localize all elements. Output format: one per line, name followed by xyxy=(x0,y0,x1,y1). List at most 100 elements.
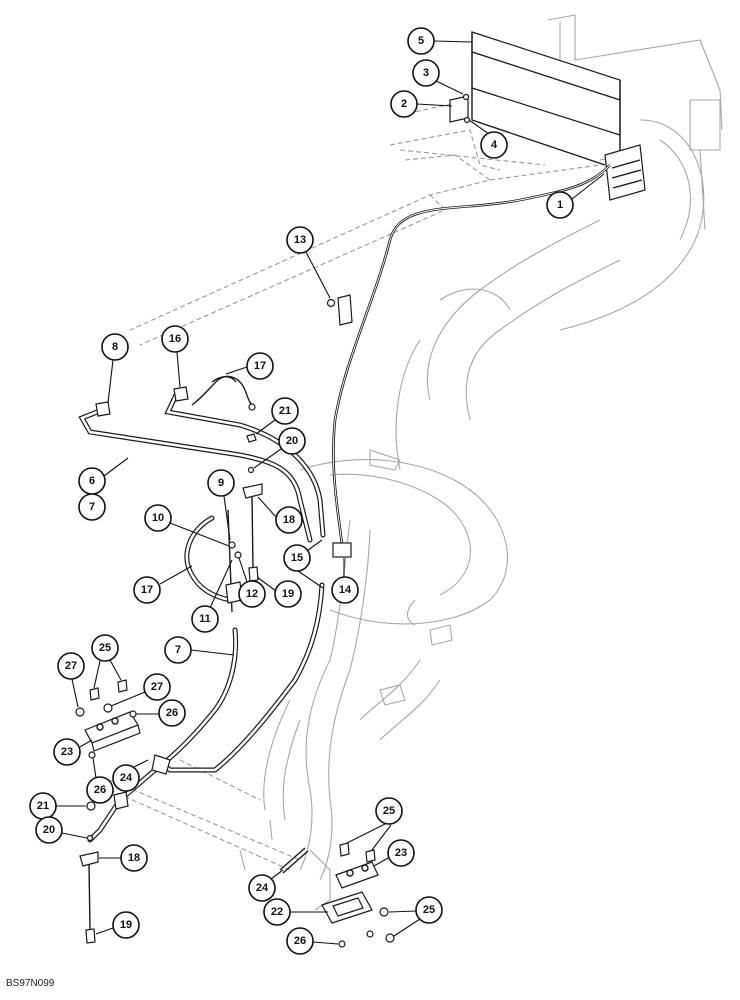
callout-9: 9 xyxy=(207,469,235,541)
svg-text:14: 14 xyxy=(339,584,352,596)
svg-text:19: 19 xyxy=(120,919,132,931)
svg-text:23: 23 xyxy=(395,847,407,859)
svg-text:5: 5 xyxy=(418,35,424,47)
callout-14: 14 xyxy=(331,558,359,604)
svg-text:13: 13 xyxy=(294,234,306,246)
callout-circle xyxy=(407,27,435,55)
callout-25-top-right: 25 xyxy=(346,797,403,851)
upper-clamp xyxy=(242,433,263,582)
small-tube-edge xyxy=(282,850,309,874)
callout-circle xyxy=(144,504,172,532)
callout-circle xyxy=(101,333,129,361)
callout-23-right: 23 xyxy=(373,839,415,867)
svg-text:1: 1 xyxy=(557,199,563,211)
callout-26-bottom: 26 xyxy=(286,927,339,955)
callout-6: 6 xyxy=(78,457,129,495)
callout-circle xyxy=(286,927,314,955)
callout-21-lower: 21 xyxy=(29,792,86,820)
callout-circle xyxy=(238,580,266,608)
callout-27-right: 27 xyxy=(110,673,171,707)
callout-17-lower: 17 xyxy=(133,565,193,604)
callout-circle xyxy=(387,839,415,867)
frame-outline xyxy=(109,14,723,911)
callout-12: 12 xyxy=(238,557,266,608)
callout-circle xyxy=(286,226,314,254)
callout-circle xyxy=(158,699,186,727)
callout-15: 15 xyxy=(283,539,324,589)
callout-circle xyxy=(263,898,291,926)
callout-circle xyxy=(35,816,63,844)
callout-11: 11 xyxy=(191,559,233,633)
callout-circle xyxy=(275,506,303,534)
callout-7-upper: 7 xyxy=(78,493,106,521)
callout-circle xyxy=(274,580,302,608)
svg-text:26: 26 xyxy=(166,707,178,719)
svg-text:6: 6 xyxy=(89,475,95,487)
callout-3: 3 xyxy=(412,59,464,95)
svg-text:2: 2 xyxy=(401,98,407,110)
callout-circle xyxy=(480,131,508,159)
fitting-bracket xyxy=(449,93,471,124)
cooler-core xyxy=(471,31,646,201)
svg-text:26: 26 xyxy=(294,935,306,947)
callout-circle xyxy=(278,427,306,455)
callout-circle xyxy=(207,469,235,497)
switch-box xyxy=(332,542,352,558)
callout-7-lower: 7 xyxy=(164,636,235,664)
callout-5: 5 xyxy=(407,27,473,55)
callout-circle xyxy=(120,844,148,872)
callout-24-left: 24 xyxy=(112,759,149,792)
callout-circle xyxy=(415,896,443,924)
cable-strap xyxy=(191,375,256,411)
callout-circle xyxy=(161,325,189,353)
svg-text:8: 8 xyxy=(112,341,118,353)
callout-circle xyxy=(191,605,219,633)
callout-25-left: 25 xyxy=(91,634,122,689)
callout-19-lower: 19 xyxy=(95,911,140,939)
svg-text:11: 11 xyxy=(199,613,211,625)
svg-text:17: 17 xyxy=(254,360,266,372)
callout-27-left: 27 xyxy=(57,652,85,708)
upper-tube-fittings xyxy=(95,386,189,417)
svg-text:25: 25 xyxy=(383,805,395,817)
callout-circle xyxy=(143,673,171,701)
svg-text:19: 19 xyxy=(282,588,294,600)
svg-text:15: 15 xyxy=(291,552,303,564)
callout-circle xyxy=(112,911,140,939)
callout-17-upper: 17 xyxy=(225,352,274,380)
callout-19-upper: 19 xyxy=(256,576,302,608)
callout-circle xyxy=(112,764,140,792)
svg-text:22: 22 xyxy=(271,906,283,918)
svg-text:12: 12 xyxy=(246,588,258,600)
svg-text:7: 7 xyxy=(89,501,95,513)
callout-circle xyxy=(91,634,119,662)
callout-18-upper: 18 xyxy=(257,496,303,534)
svg-text:18: 18 xyxy=(128,852,140,864)
callout-20-lower: 20 xyxy=(35,816,88,844)
callout-circle xyxy=(248,874,276,902)
callout-16: 16 xyxy=(161,325,189,388)
callout-circle xyxy=(53,738,81,766)
callout-18-lower: 18 xyxy=(99,844,148,872)
callout-4: 4 xyxy=(468,119,508,159)
svg-text:25: 25 xyxy=(99,642,111,654)
callout-circle xyxy=(412,59,440,87)
drawing-code: BS97N099 xyxy=(6,978,55,989)
svg-text:26: 26 xyxy=(94,784,106,796)
callout-2: 2 xyxy=(390,90,453,118)
small-tube xyxy=(279,847,306,871)
left-clamp-assembly xyxy=(75,679,141,759)
right-clamp-assembly xyxy=(321,842,395,948)
lower-left-clamp xyxy=(79,801,99,944)
callout-circle xyxy=(246,352,274,380)
sensor-unit xyxy=(326,294,353,326)
callout-circle xyxy=(133,576,161,604)
callout-20-upper: 20 xyxy=(253,427,306,469)
callout-circle xyxy=(546,191,574,219)
svg-text:10: 10 xyxy=(152,512,164,524)
svg-text:24: 24 xyxy=(256,882,269,894)
svg-text:7: 7 xyxy=(175,644,181,656)
svg-text:23: 23 xyxy=(61,746,73,758)
svg-text:4: 4 xyxy=(491,139,498,151)
